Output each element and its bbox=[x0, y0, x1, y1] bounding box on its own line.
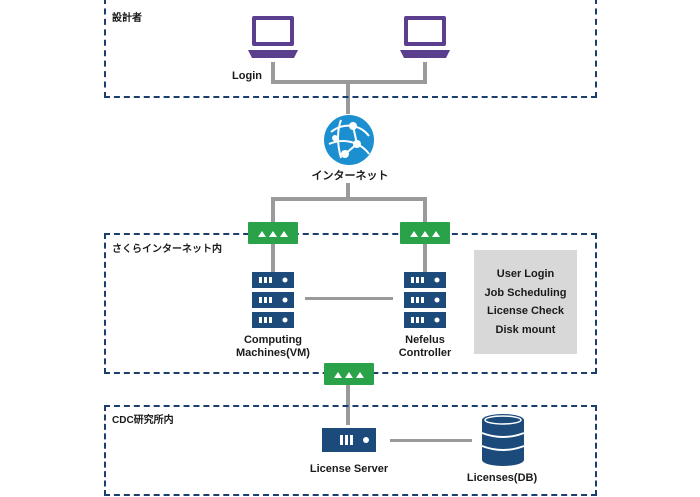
connector-switch-left-server bbox=[271, 244, 275, 272]
connector-switches-horizontal bbox=[271, 197, 427, 201]
nefelus-label-line2: Controller bbox=[398, 347, 452, 359]
nefelus-label: Nefelus Controller bbox=[385, 334, 465, 360]
network-switch-icon bbox=[248, 222, 298, 244]
computing-label-line1: Computing bbox=[243, 334, 303, 346]
nefelus-label-line1: Nefelus bbox=[405, 334, 445, 346]
connector-license-db bbox=[390, 439, 472, 442]
database-icon bbox=[481, 414, 525, 466]
function-item: Job Scheduling bbox=[484, 286, 567, 299]
connector-servers-horizontal bbox=[305, 297, 393, 300]
computing-label: Computing Machines(VM) bbox=[223, 334, 323, 360]
globe-network-icon bbox=[324, 115, 374, 165]
licenses-db-label: Licenses(DB) bbox=[466, 472, 538, 484]
server-unit-icon bbox=[322, 428, 376, 452]
connector-switch-right-up bbox=[423, 199, 427, 223]
connector-to-internet bbox=[346, 82, 350, 114]
function-item: Disk mount bbox=[495, 323, 556, 336]
zone-designer bbox=[104, 0, 597, 98]
connector-internet-down bbox=[346, 183, 350, 199]
zone-designer-label: 設計者 bbox=[112, 13, 142, 24]
connector-switch-right-server bbox=[423, 244, 427, 272]
connector-laptop-left bbox=[271, 62, 275, 82]
login-label: Login bbox=[232, 70, 262, 82]
connector-switch-left-up bbox=[271, 199, 275, 223]
license-server-label: License Server bbox=[309, 463, 389, 475]
internet-label: インターネット bbox=[311, 170, 389, 182]
function-item: User Login bbox=[496, 268, 555, 280]
laptop-icon bbox=[400, 16, 450, 58]
zone-cdc-label: CDC研究所内 bbox=[112, 415, 174, 426]
server-rack-icon bbox=[404, 272, 446, 328]
network-switch-icon bbox=[324, 363, 374, 385]
zone-cdc bbox=[104, 405, 597, 496]
function-list-box: User Login Job Scheduling License Check … bbox=[474, 250, 577, 354]
zone-sakura-label: さくらインターネット内 bbox=[112, 244, 222, 255]
function-item: License Check bbox=[486, 305, 565, 317]
laptop-icon bbox=[248, 16, 298, 58]
computing-label-line2: Machines(VM) bbox=[236, 347, 310, 359]
network-switch-icon bbox=[400, 222, 450, 244]
connector-laptop-right bbox=[423, 62, 427, 82]
server-rack-icon bbox=[252, 272, 294, 328]
